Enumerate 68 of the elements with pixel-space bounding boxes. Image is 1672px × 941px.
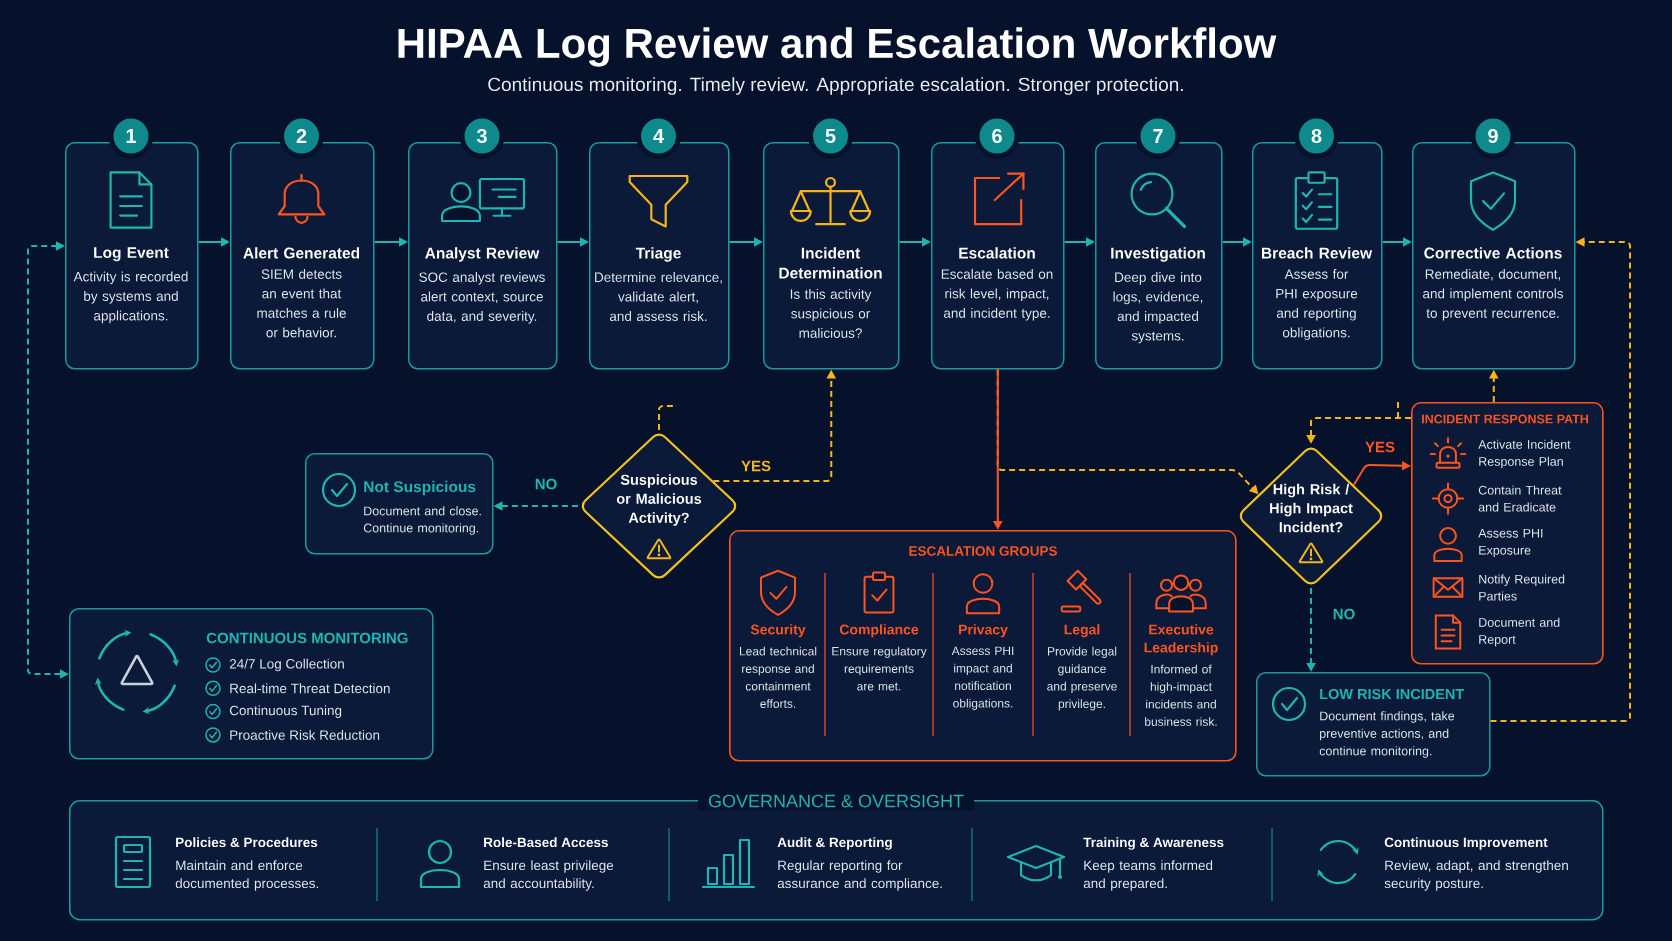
step-number: 4	[636, 113, 681, 159]
item-text: Ensure least privilege and accountability.	[483, 860, 614, 891]
step-description: Activity is recorded by systems and applications.	[73, 271, 188, 324]
step-title: Log Event	[94, 247, 169, 262]
item-text: Regular reporting for assurance and compliance.	[777, 860, 942, 891]
item-text: Keep teams informed and prepared.	[1083, 860, 1213, 891]
column-text: Assess PHI impact and notification obligations.	[951, 646, 1014, 710]
panel-heading: INCIDENT RESPONSE PATH	[1422, 414, 1588, 424]
step-number: 3	[459, 113, 505, 159]
step-number: 2	[279, 113, 324, 159]
subtitle: Continuous monitoring. Timely review. Appropriate escalation. Stronger protection.	[488, 77, 1183, 95]
step-description: SOC analyst reviews alert context, source data, and severity.	[419, 272, 545, 324]
question-text: High Risk / High Impact Incident?	[1270, 483, 1353, 533]
list-item: Real-time Threat Detection	[230, 683, 390, 694]
step-title: Analyst Review	[425, 247, 540, 262]
list-item: Activate Incident Response Plan	[1478, 439, 1571, 469]
column-heading: Compliance	[839, 624, 919, 638]
list-item: Proactive Risk Reduction	[230, 729, 380, 740]
step-description: SIEM detects an event that matches a rule or behavior.	[257, 269, 346, 338]
step-title: Escalation	[959, 247, 1035, 259]
question-text: Suspicious or Malicious Activity?	[616, 474, 702, 526]
step-description: Remediate, document, and implement controls to prevent recurrence.	[1423, 269, 1564, 321]
item-title: Audit & Reporting	[777, 837, 892, 850]
item-title: Training & Awareness	[1083, 837, 1224, 850]
step-description: Is this activity suspicious or malicious?	[790, 289, 872, 338]
step-description: Deep dive into logs, evidence, and impacted systems.	[1113, 272, 1203, 344]
panel-heading: CONTINUOUS MONITORING	[206, 632, 408, 644]
column-heading: Executive Leadership	[1144, 624, 1218, 656]
step-description: Determine relevance, validate alert, and assess risk.	[595, 272, 722, 322]
item-title: Role-Based Access	[484, 837, 608, 848]
column-heading: Security	[750, 624, 806, 638]
step-title: Corrective Actions	[1424, 247, 1562, 259]
step-number: 9	[1470, 113, 1516, 159]
step-number: 7	[1135, 113, 1181, 159]
item-title: Policies & Procedures	[176, 837, 318, 848]
column-text: Lead technical response and containment efforts.	[739, 646, 817, 708]
step-title: Triage	[635, 247, 681, 262]
column-text: Ensure regulatory requirements are met.	[832, 646, 927, 691]
list-item: Assess PHI Exposure	[1478, 528, 1543, 558]
column-heading: Legal	[1064, 624, 1100, 638]
column-text: Informed of high-impact incidents and business risk.	[1145, 664, 1217, 726]
box-text: Document findings, take preventive actions, and continue monitoring.	[1319, 711, 1455, 758]
column-heading: Privacy	[959, 624, 1008, 638]
dashed-arrow	[1489, 237, 1631, 722]
box-heading: LOW RISK INCIDENT	[1320, 688, 1465, 700]
list-item: Notify Required Parties	[1479, 574, 1565, 601]
item-title: Continuous Improvement	[1384, 837, 1548, 850]
list-item: Document and Report	[1479, 617, 1560, 647]
list-item: Continuous Tuning	[229, 705, 342, 718]
item-text: Maintain and enforce documented processes.	[175, 860, 318, 891]
step-title: Alert Generated	[243, 247, 360, 259]
title: HIPAA Log Review and Escalation Workflow	[398, 27, 1277, 67]
step-description: Escalate based on risk level, impact, and incident type.	[941, 269, 1053, 321]
step-title: Breach Review	[1262, 247, 1373, 259]
box-text: Document and close. Continue monitoring.	[363, 506, 481, 535]
step-description: Assess for PHI exposure and reporting obligations.	[1276, 269, 1358, 341]
column-text: Provide legal guidance and preserve privilege.	[1047, 646, 1117, 711]
step-number: 1	[108, 113, 154, 159]
step-number: 8	[1294, 113, 1339, 159]
step-number: 5	[808, 113, 853, 159]
step-title: Investigation	[1111, 247, 1205, 262]
step-title: Incident Determination	[779, 247, 882, 279]
list-item: Contain Threat and Eradicate	[1478, 485, 1562, 512]
panel-heading: ESCALATION GROUPS	[909, 546, 1057, 556]
step-number: 6	[974, 113, 1020, 159]
list-item: 24/7 Log Collection	[229, 658, 344, 672]
item-text: Review, adapt, and strengthen security posture.	[1384, 860, 1568, 891]
box-heading: Not Suspicious	[364, 480, 476, 496]
